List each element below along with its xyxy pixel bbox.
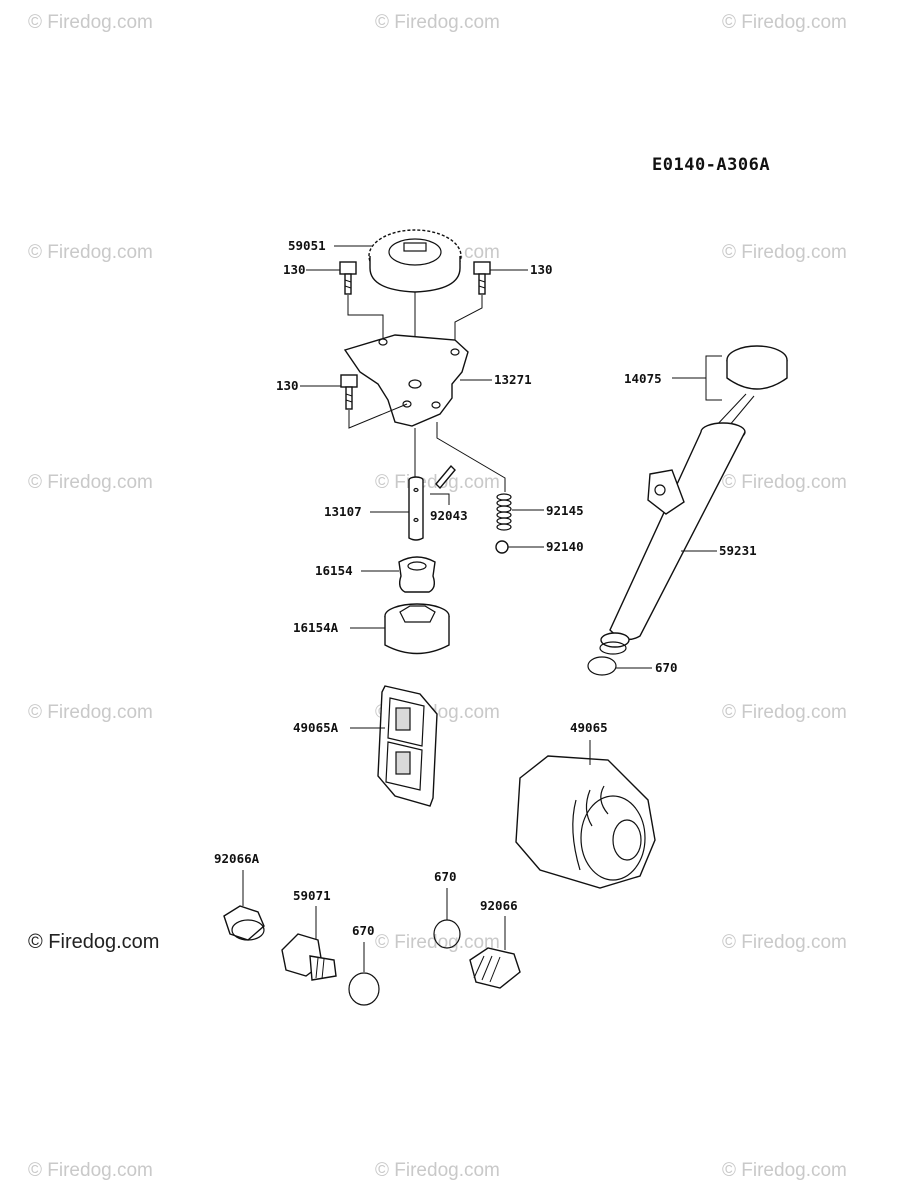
gear-59051[interactable] — [368, 229, 462, 293]
fitting-59071[interactable] — [281, 933, 337, 981]
label-16154A[interactable]: 16154A — [293, 620, 385, 635]
svg-text:59231: 59231 — [719, 543, 757, 558]
label-13107[interactable]: 13107 — [324, 504, 409, 519]
label-130-right[interactable]: 130 — [490, 262, 553, 277]
spring-92145[interactable] — [496, 493, 512, 531]
watermarks: © Firedog.com © Firedog.com © Firedog.co… — [28, 12, 847, 1181]
label-59231[interactable]: 59231 — [681, 543, 757, 558]
label-49065A[interactable]: 49065A — [293, 720, 385, 735]
svg-text:92043: 92043 — [430, 508, 468, 523]
svg-text:670: 670 — [434, 869, 457, 884]
watermark: © Firedog.com — [722, 1160, 847, 1181]
svg-text:16154A: 16154A — [293, 620, 339, 635]
drain-plug-92066A[interactable] — [223, 905, 265, 941]
svg-text:59071: 59071 — [293, 888, 331, 903]
watermark: © Firedog.com — [28, 12, 153, 33]
label-59071[interactable]: 59071 — [293, 888, 331, 940]
o-ring-670-lower[interactable] — [348, 972, 380, 1006]
bolt-130-left[interactable] — [339, 261, 357, 295]
svg-text:14075: 14075 — [624, 371, 662, 386]
svg-text:130: 130 — [276, 378, 299, 393]
screen-49065A[interactable] — [377, 685, 438, 807]
svg-text:92066A: 92066A — [214, 851, 260, 866]
svg-text:16154: 16154 — [315, 563, 353, 578]
watermark: © Firedog.com — [722, 702, 847, 723]
o-ring-670-right[interactable] — [587, 656, 617, 676]
bolt-130-right[interactable] — [473, 261, 491, 295]
label-92066[interactable]: 92066 — [480, 898, 518, 950]
pin-92043[interactable] — [430, 464, 456, 505]
watermark: © Firedog.com — [722, 12, 847, 33]
watermark: © Firedog.com — [28, 1160, 153, 1181]
svg-text:49065: 49065 — [570, 720, 608, 735]
label-670-lower[interactable]: 670 — [352, 923, 375, 972]
watermark: © Firedog.com — [28, 702, 153, 723]
svg-text:130: 130 — [283, 262, 306, 277]
label-49065[interactable]: 49065 — [570, 720, 608, 765]
label-92145[interactable]: 92145 — [512, 503, 584, 518]
oil-filter-49065[interactable] — [515, 755, 656, 889]
label-14075[interactable]: 14075 — [624, 355, 722, 401]
svg-text:670: 670 — [352, 923, 375, 938]
watermark: © Firedog.com — [375, 12, 500, 33]
svg-text:130: 130 — [530, 262, 553, 277]
svg-text:92066: 92066 — [480, 898, 518, 913]
ball-92140[interactable] — [495, 540, 509, 554]
outer-rotor-16154A[interactable] — [384, 603, 450, 655]
label-130-left[interactable]: 130 — [283, 262, 340, 277]
label-16154[interactable]: 16154 — [315, 563, 399, 578]
watermark: © Firedog.com — [375, 1160, 500, 1181]
svg-text:670: 670 — [655, 660, 678, 675]
watermark-dark: © Firedog.com — [28, 931, 159, 953]
label-130-lower[interactable]: 130 — [276, 378, 341, 393]
assembly-lines-mid — [348, 403, 506, 492]
plate-13271[interactable] — [343, 334, 469, 427]
label-670-middle[interactable]: 670 — [434, 869, 457, 920]
watermark: © Firedog.com — [722, 472, 847, 493]
svg-text:59051: 59051 — [288, 238, 326, 253]
watermark: © Firedog.com — [722, 242, 847, 263]
watermark: © Firedog.com — [722, 932, 847, 953]
drain-plug-92066[interactable] — [469, 947, 521, 989]
watermark: © Firedog.com — [28, 472, 153, 493]
watermark: © Firedog.com — [28, 242, 153, 263]
svg-text:13107: 13107 — [324, 504, 362, 519]
label-13271[interactable]: 13271 — [460, 372, 532, 387]
label-59051[interactable]: 59051 — [288, 238, 372, 253]
svg-text:13271: 13271 — [494, 372, 532, 387]
bolt-130-lower[interactable] — [340, 374, 358, 410]
label-92043[interactable]: 92043 — [430, 508, 468, 523]
dipstick-cap-14075[interactable] — [713, 345, 788, 433]
label-92140[interactable]: 92140 — [508, 539, 584, 554]
svg-text:92140: 92140 — [546, 539, 584, 554]
inner-rotor-16154[interactable] — [398, 556, 436, 593]
diagram-code: E0140-A306A — [652, 155, 770, 175]
label-670-right[interactable]: 670 — [616, 660, 678, 675]
watermark: © Firedog.com — [375, 932, 500, 953]
label-92066A[interactable]: 92066A — [214, 851, 260, 906]
oil-fill-tube-59231[interactable] — [599, 422, 746, 655]
shaft-13107[interactable] — [408, 476, 424, 541]
svg-text:49065A: 49065A — [293, 720, 339, 735]
svg-text:92145: 92145 — [546, 503, 584, 518]
